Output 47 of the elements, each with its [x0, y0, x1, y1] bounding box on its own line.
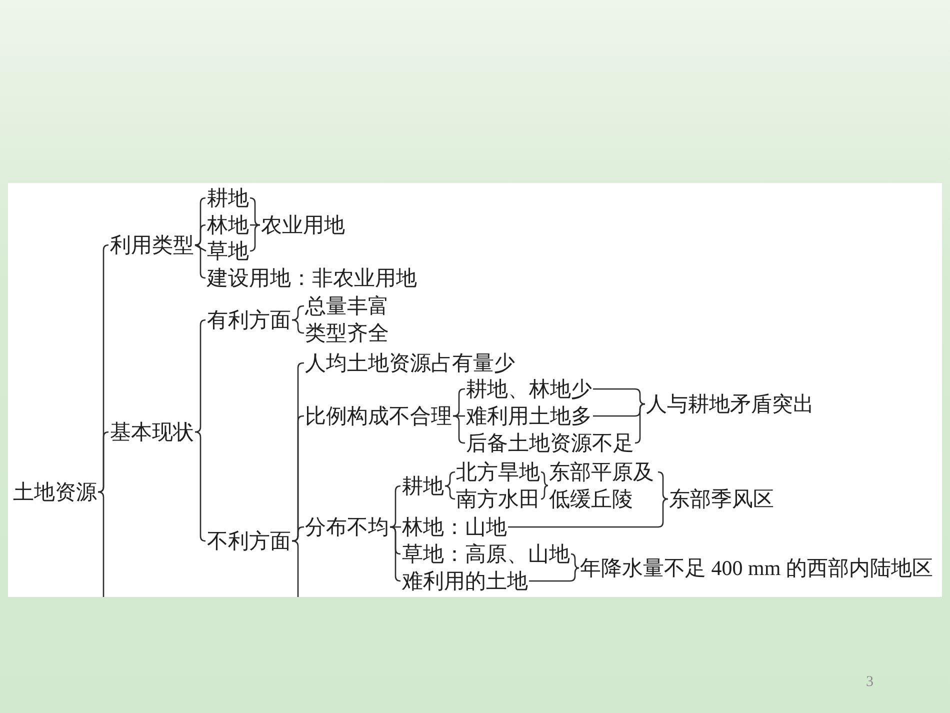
branch-label: 耕地、林地少: [466, 376, 592, 402]
branch-label: 基本现状: [110, 418, 194, 446]
brace: [444, 471, 456, 487]
branch-label: 林地: [207, 212, 249, 238]
branch-label: 耕地: [207, 184, 249, 212]
branch-label: 有利方面: [207, 306, 291, 334]
brace: [292, 305, 304, 321]
branch-label: 难利用的土地: [402, 568, 528, 594]
branch-label: 人均土地资源占有量少: [305, 350, 515, 376]
branch-label: 总量丰富: [305, 292, 389, 320]
branch-label: 耕地: [402, 472, 444, 500]
branch-label: 人与耕地矛盾突出: [646, 390, 814, 418]
brace: [540, 484, 548, 500]
brace: [444, 485, 456, 500]
branch-label: 北方旱地: [456, 458, 540, 486]
branch-label: 草地: [207, 238, 249, 264]
branch-label: 类型齐全: [305, 320, 389, 346]
branch-label: 分布不均: [305, 514, 389, 540]
branch-label: 比例构成不合理: [305, 402, 452, 430]
branch-label: 难利用土地多: [466, 402, 592, 430]
branch-label: 东部平原及低缓丘陵: [549, 458, 657, 512]
brace: [390, 526, 401, 528]
branch-label: 东部季风区: [669, 486, 774, 512]
branch-label: 草地：高原、山地: [402, 540, 570, 568]
brace: [292, 526, 304, 542]
branch-label: 利用类型: [110, 232, 194, 258]
brace: [508, 498, 668, 528]
branch-label: 建设用地：非农业用地: [207, 264, 417, 292]
brace: [194, 224, 206, 246]
branch-label: 南方水田: [456, 486, 540, 512]
brace: [593, 388, 646, 405]
brace: [529, 567, 580, 582]
branch-label: 不利方面: [207, 528, 291, 554]
brace: [453, 415, 465, 417]
brace: [98, 431, 109, 493]
brace: [570, 553, 580, 569]
branch-label: 农业用地: [261, 212, 345, 238]
brace: [292, 319, 304, 334]
page-number: 3: [866, 673, 874, 691]
brace: [540, 471, 548, 486]
root-label: 土地资源: [13, 478, 97, 506]
branch-label: 林地：山地: [402, 514, 507, 540]
brace: [250, 224, 260, 226]
brace: [658, 471, 668, 500]
branch-label: 年降水量不足 400 mm 的西部内陆地区: [580, 554, 933, 582]
branch-label: 后备土地资源不足: [466, 430, 634, 456]
brace: [194, 244, 206, 252]
